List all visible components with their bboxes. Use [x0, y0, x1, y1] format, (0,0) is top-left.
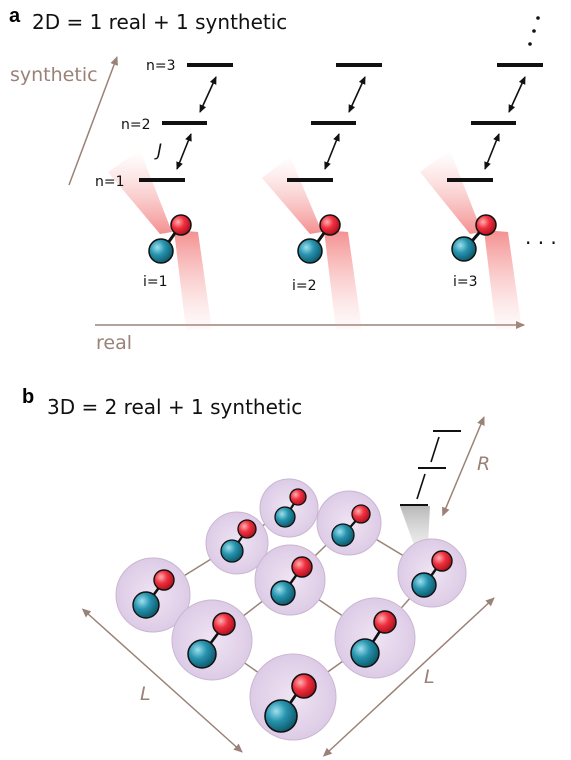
real-axis-label: real [96, 332, 132, 354]
horizontal-ellipsis: · · · [525, 231, 557, 255]
range-label: R [477, 453, 490, 475]
vertical-ellipsis [528, 16, 540, 46]
coupling-arrow [176, 133, 192, 170]
laser-beam [108, 150, 172, 234]
site-label-i1: i=1 [143, 274, 168, 290]
lattice-cell [334, 597, 416, 679]
red-atom [289, 488, 307, 506]
laser-beam [420, 150, 482, 234]
lattice-cell [115, 557, 191, 633]
teal-atom [297, 238, 323, 264]
teal-atom [411, 572, 437, 598]
ladder-rung [430, 436, 440, 463]
teal-atom [264, 699, 298, 733]
panel-b-letter: b [22, 386, 34, 408]
synthetic-axis-label: synthetic [10, 64, 98, 86]
red-atom [475, 214, 497, 236]
teal-atom [451, 236, 477, 262]
teal-atom [220, 539, 244, 563]
projection-funnel [400, 506, 430, 545]
lattice-cell [205, 511, 269, 575]
red-atom [212, 612, 236, 636]
teal-atom [187, 639, 217, 669]
lattice-cell [171, 599, 253, 681]
teal-atom [274, 506, 296, 528]
coupling-arrow [508, 76, 526, 113]
coupling-arrow [484, 133, 500, 170]
red-atom [153, 569, 175, 591]
site-label-i2: i=2 [292, 278, 317, 294]
panel-a-title: 2D = 1 real + 1 synthetic [32, 10, 287, 34]
panel-b-title: 3D = 2 real + 1 synthetic [47, 395, 302, 419]
level-label-n1: n=1 [95, 174, 125, 190]
coupling-arrow [324, 133, 340, 170]
level-label-n2: n=2 [121, 117, 151, 133]
synthetic-axis-arrow [68, 56, 118, 186]
teal-atom [270, 580, 296, 606]
site-label-i3: i=3 [453, 274, 478, 290]
size-arrow-right [322, 597, 495, 757]
coupling-arrow [199, 76, 217, 113]
lattice-cell [249, 653, 337, 741]
red-atom [351, 504, 371, 524]
size-label-left: L [140, 683, 151, 705]
lattice-cell [316, 490, 382, 556]
panel-a: a 2D = 1 real + 1 synthetic synthetic re… [9, 5, 557, 354]
laser-beam [324, 230, 362, 330]
red-atom [170, 214, 192, 236]
red-atom [291, 673, 317, 699]
teal-atom [148, 238, 174, 264]
level-label-n3: n=3 [146, 58, 176, 74]
lattice-cell [397, 538, 467, 608]
coupling-label: J [154, 141, 162, 161]
laser-beam [174, 230, 212, 330]
panel-b: b 3D = 2 real + 1 synthetic R [22, 386, 495, 757]
lattice-cell [254, 544, 326, 616]
site-2: i=2 [262, 63, 382, 330]
site-3: i=3 [420, 63, 543, 330]
red-atom [291, 556, 313, 578]
red-atom [237, 519, 257, 539]
coupling-arrow [348, 76, 366, 113]
red-atom [373, 610, 397, 634]
site-1: n=1 n=2 n=3 J i=1 [95, 58, 233, 330]
laser-beam [262, 156, 322, 234]
teal-atom [132, 591, 160, 619]
range-arrow [442, 416, 485, 517]
panel-a-letter: a [9, 5, 21, 27]
teal-atom [350, 638, 380, 668]
lattice-cell [259, 478, 319, 538]
size-arrow-left [81, 608, 243, 753]
teal-atom [331, 523, 355, 547]
red-atom [319, 214, 341, 236]
laser-beam [484, 230, 522, 330]
ladder-rung [416, 473, 426, 500]
size-label-right: L [424, 666, 435, 688]
red-atom [431, 550, 453, 572]
